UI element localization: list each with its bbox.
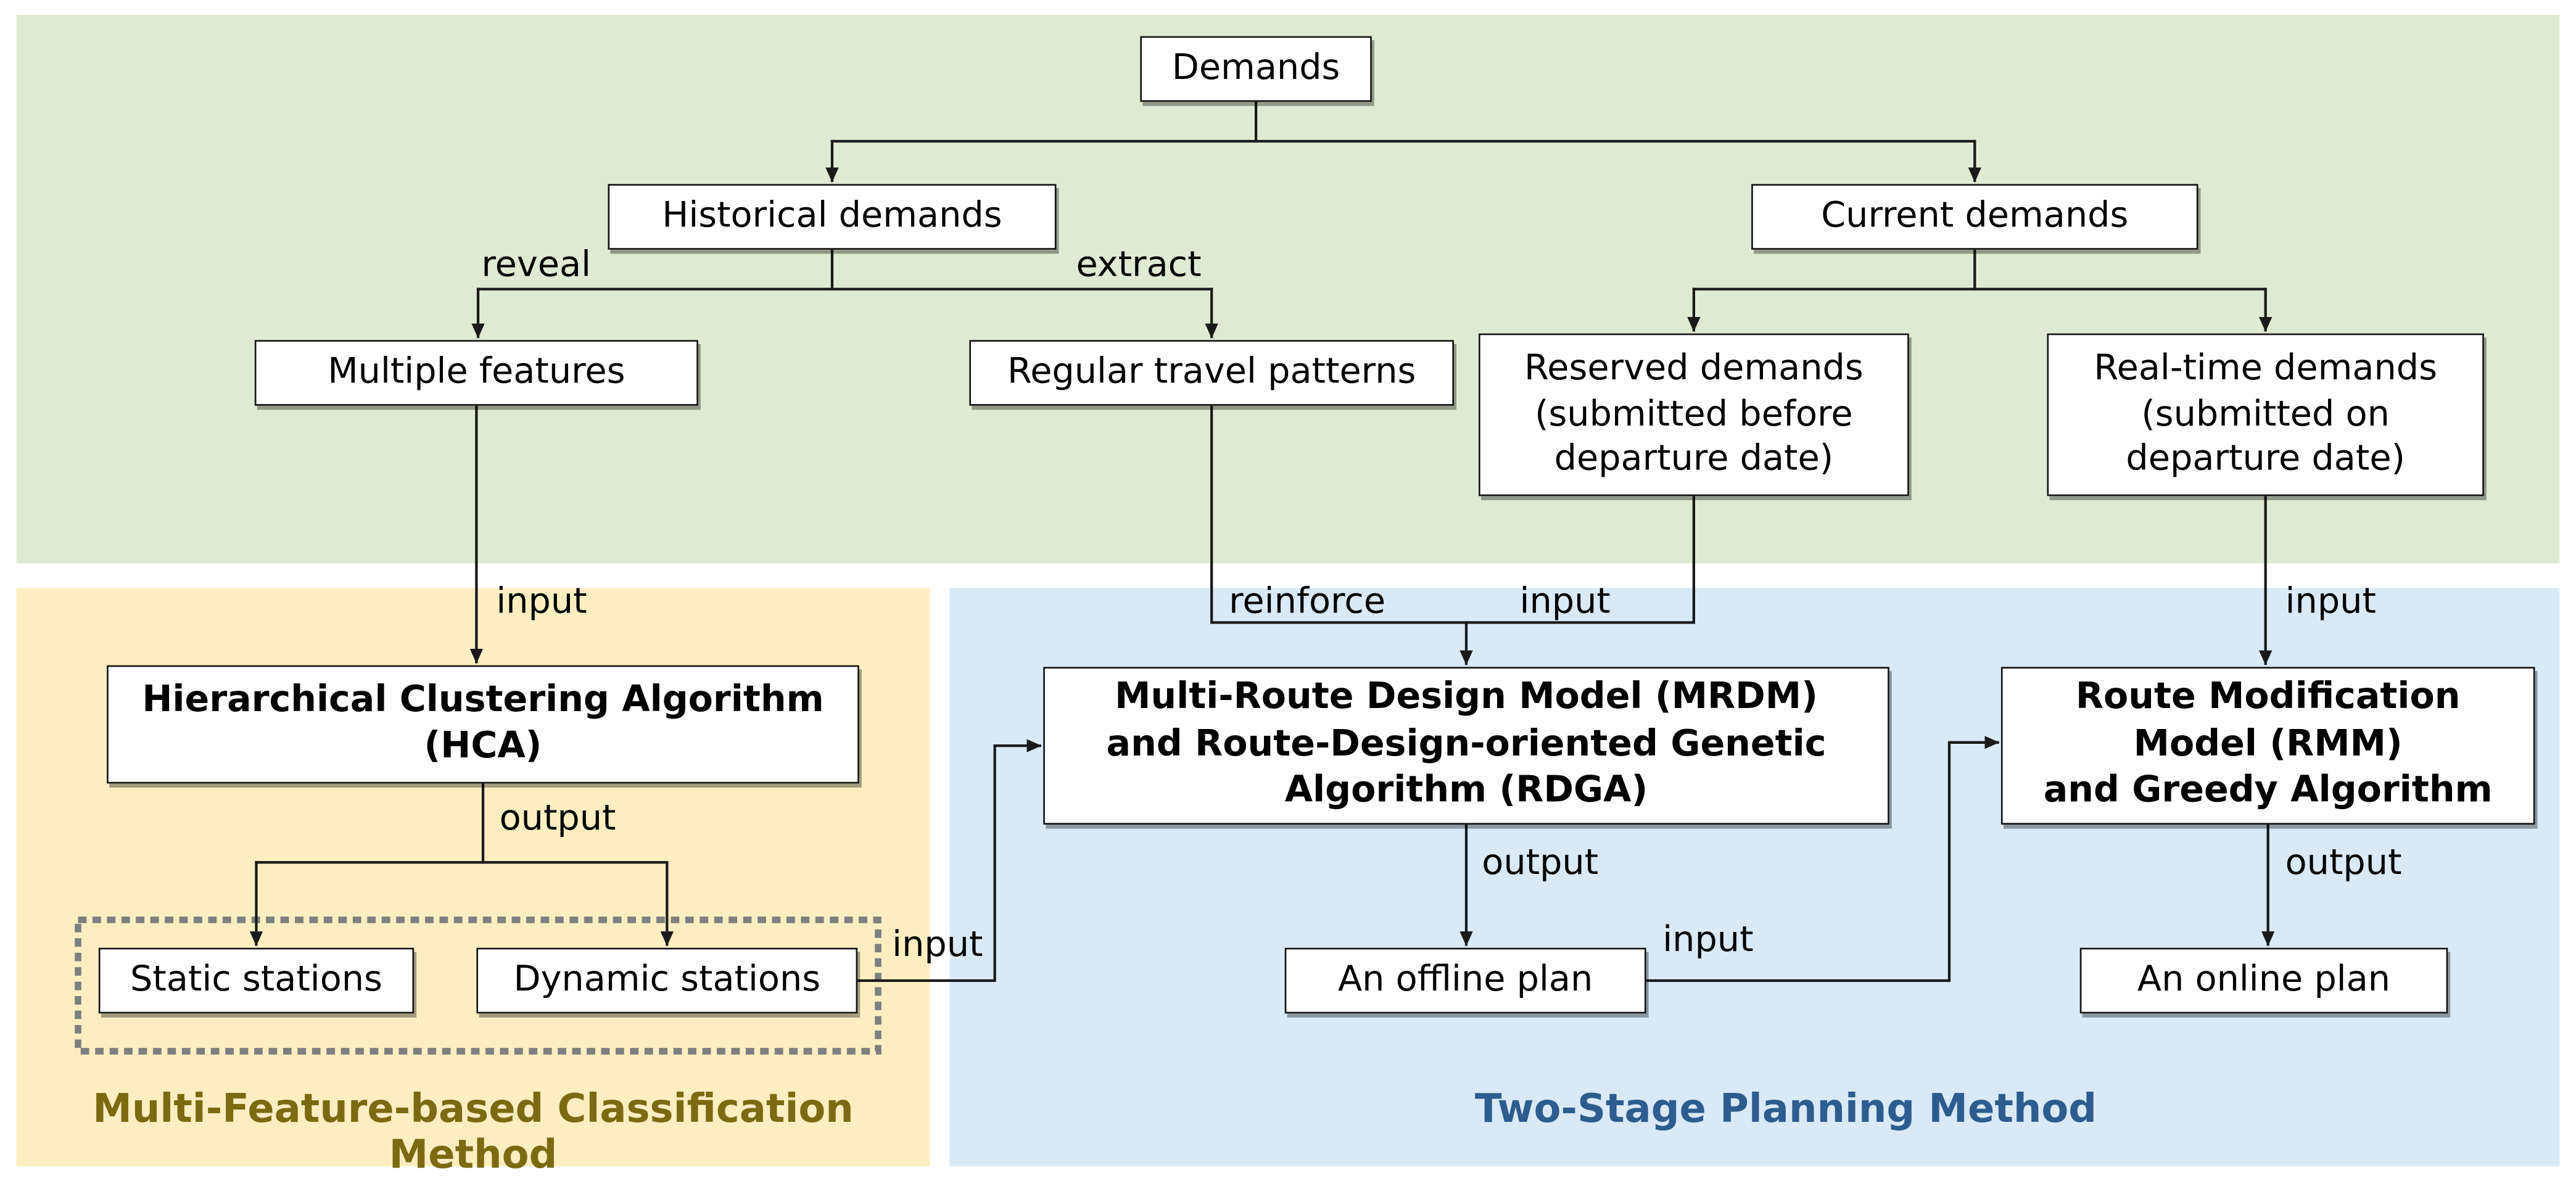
edge-label-input-offline-to-rmm: input (1662, 920, 1754, 962)
node-current-demands: Current demands (1751, 184, 2198, 250)
edge-label-extract: extract (1076, 244, 1202, 286)
edge-label-output-mrdm: output (1482, 842, 1599, 884)
edge-offline-input-rmm-arrow (1645, 736, 2000, 982)
node-demands-label: Demands (1171, 47, 1340, 89)
node-offline-plan: An offline plan (1284, 947, 1646, 1014)
node-current-demands-label: Current demands (1821, 196, 2129, 237)
node-dynamic-stations-label: Dynamic stations (513, 959, 821, 1001)
node-multiple-features-label: Multiple features (328, 352, 625, 393)
node-historical-demands: Historical demands (608, 184, 1057, 250)
node-realtime-demands-label: Real-time demands (submitted on departur… (2094, 348, 2438, 480)
region-title-classification-method: Multi-Feature-based Classification Metho… (93, 1085, 854, 1178)
node-online-plan-label: An online plan (2137, 959, 2391, 1001)
node-reserved-demands: Reserved demands (submitted before depar… (1478, 333, 1909, 496)
node-mrdm-rdga-label: Multi-Route Design Model (MRDM) and Rout… (1106, 677, 1827, 812)
stations-group-dashed-border (75, 916, 881, 1055)
node-online-plan: An online plan (2079, 947, 2448, 1014)
edge-label-reinforce: reinforce (1229, 581, 1386, 623)
node-reserved-demands-label: Reserved demands (submitted before depar… (1524, 348, 1864, 480)
node-multiple-features: Multiple features (254, 340, 698, 406)
node-offline-plan-label: An offline plan (1337, 959, 1593, 1001)
node-realtime-demands: Real-time demands (submitted on departur… (2047, 333, 2484, 496)
node-mrdm-rdga: Multi-Route Design Model (MRDM) and Rout… (1043, 667, 1889, 825)
region-title-planning-method: Two-Stage Planning Method (1474, 1085, 2097, 1132)
edge-label-input-mrdm: input (1519, 581, 1611, 623)
node-historical-demands-label: Historical demands (662, 196, 1002, 237)
node-static-stations: Static stations (98, 947, 415, 1014)
node-hierarchical-clustering-algorithm: Hierarchical Clustering Algorithm (HCA) (107, 665, 859, 784)
edge-label-reveal: reveal (481, 244, 591, 286)
edge-label-input-hca: input (496, 581, 587, 623)
edge-stations-input-mrdm-arrow (856, 739, 1042, 982)
node-rmm-greedy: Route Modification Model (RMM) and Greed… (2000, 667, 2535, 825)
node-regular-travel-patterns: Regular travel patterns (969, 340, 1455, 406)
node-dynamic-stations: Dynamic stations (476, 947, 858, 1014)
edge-label-input-rmm: input (2285, 581, 2376, 623)
node-demands: Demands (1140, 36, 1372, 102)
edge-label-input-stations-to-mrdm: input (892, 925, 983, 966)
edge-label-output-rmm: output (2285, 842, 2402, 884)
edge-label-output-hca: output (499, 798, 616, 839)
node-regular-travel-patterns-label: Regular travel patterns (1007, 352, 1416, 393)
node-hca-label: Hierarchical Clustering Algorithm (HCA) (142, 680, 824, 767)
node-static-stations-label: Static stations (130, 959, 382, 1001)
node-rmm-greedy-label: Route Modification Model (RMM) and Greed… (2043, 677, 2493, 812)
